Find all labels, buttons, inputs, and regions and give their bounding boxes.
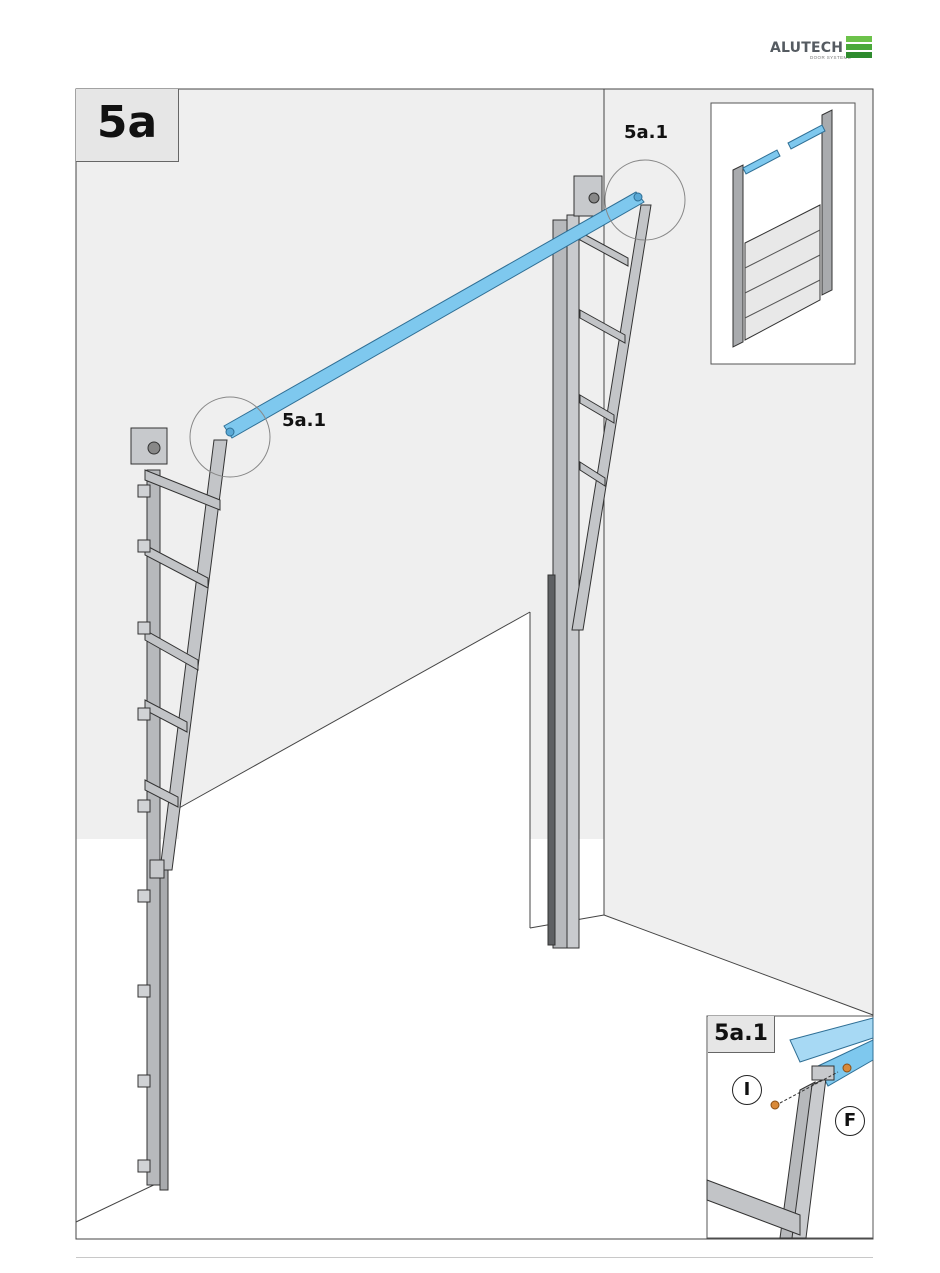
step-number-box: 5a	[76, 89, 179, 162]
brand-stripes-icon	[846, 36, 872, 62]
callout-circle-top	[604, 159, 686, 241]
brand-logo: ALUTECH DOOR SYSTEMS	[770, 34, 874, 64]
part-label-i: I	[732, 1075, 762, 1105]
detail-inset	[706, 1015, 874, 1239]
detail-label: 5a.1	[714, 1021, 768, 1046]
overview-inset	[710, 102, 856, 365]
brand-tagline: DOOR SYSTEMS	[810, 55, 852, 60]
right-track-assembly	[547, 175, 652, 949]
part-label-f: F	[835, 1106, 865, 1136]
left-track-assembly	[130, 427, 228, 1191]
step-number: 5a	[96, 97, 158, 148]
brand-name: ALUTECH	[770, 40, 844, 56]
callout-circle-left	[189, 396, 271, 478]
callout-label-top: 5a.1	[624, 122, 669, 143]
callout-label-left: 5a.1	[282, 410, 327, 431]
opening-floor-edge	[179, 612, 530, 1030]
detail-tag: 5a.1	[708, 1016, 775, 1053]
footer-divider	[76, 1257, 873, 1258]
